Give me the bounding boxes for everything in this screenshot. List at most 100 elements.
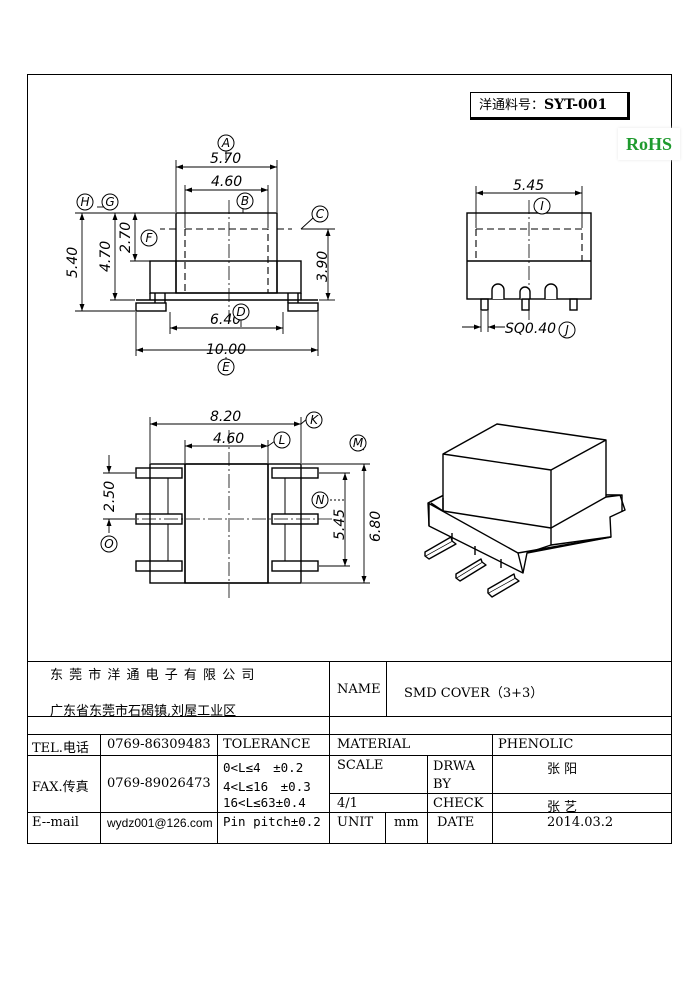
side-notch-1: [491, 283, 505, 299]
front-view-dim-labels: 5.70 4.60 6.40 10.00 5.40 4.70 2.70 3.90: [65, 151, 331, 358]
part-number-box: 洋通料号：SYT-001: [470, 92, 630, 120]
name-label: NAME: [337, 682, 381, 697]
tolerance-row-1: 0<L≤4 ±0.2: [223, 760, 304, 775]
ref-circle-C: [311, 205, 329, 223]
company-name: 东 莞 市 洋 通 电 子 有 限 公 司: [50, 668, 256, 683]
reference-circles: [76, 134, 576, 553]
tb-rule-1: [27, 716, 672, 717]
tb-col-c: [427, 755, 428, 843]
dim-M-value: 6.80: [368, 511, 384, 542]
tolerance-row-3: 16<L≤63±0.4: [223, 795, 306, 810]
dim-J-value: SQ0.40: [505, 321, 556, 337]
side-pin-3: [569, 298, 578, 311]
ref-letter-B: B: [241, 194, 249, 208]
top-pin-right-1: [271, 467, 319, 479]
ref-circle-N: [311, 491, 329, 509]
ref-circle-F: [140, 229, 158, 247]
side-pin-1: [480, 298, 489, 311]
ref-circle-O: [100, 535, 118, 553]
ref-circle-I: [533, 197, 551, 215]
tb-col-1: [329, 661, 330, 843]
fax-label: FAX.传真: [32, 780, 89, 795]
ref-letter-I: I: [540, 199, 544, 213]
reference-letters: A B C D E F G H I J K L M N O: [80, 136, 569, 551]
drawn-by-value: 张 阳: [547, 762, 578, 777]
ref-letter-N: N: [316, 493, 325, 507]
tolerance-label: TOLERANCE: [223, 737, 311, 752]
ref-circle-K: [305, 411, 323, 429]
front-pin-right: [287, 302, 319, 312]
ref-letter-H: H: [80, 195, 89, 209]
ref-circle-E: [217, 358, 235, 376]
side-view-dim-labels: 5.45 SQ0.40: [505, 178, 556, 337]
ref-circle-L: [273, 431, 291, 449]
check-value: 张 艺: [547, 800, 578, 815]
ref-circle-D: [232, 303, 250, 321]
dim-B-value: 4.60: [211, 174, 242, 190]
unit-label: UNIT: [337, 815, 374, 830]
front-upper-block: [175, 212, 278, 294]
ref-letter-J: J: [563, 323, 569, 337]
ref-letter-C: C: [316, 207, 325, 221]
email-label: E--mail: [32, 815, 79, 830]
dim-D-value: 6.40: [210, 312, 241, 328]
dim-C-value: 3.90: [315, 251, 331, 282]
scale-label: SCALE: [337, 758, 384, 773]
side-notch-2: [544, 283, 558, 299]
email-value: wydz001@126.com: [107, 816, 213, 830]
ref-letter-L: L: [279, 433, 286, 447]
part-number-value: SYT-001: [544, 97, 608, 113]
top-pin-left-3: [135, 560, 183, 572]
front-base: [149, 260, 302, 294]
front-view-dimensions: [75, 150, 335, 364]
ref-letter-G: G: [105, 195, 114, 209]
dim-E-value: 10.00: [206, 342, 246, 358]
ref-circle-G: [101, 193, 119, 211]
faint-watermark-mark: [140, 852, 162, 860]
front-view: [135, 200, 319, 320]
ref-letter-D: D: [236, 305, 245, 319]
drawn-by-label: DRWA BY: [433, 759, 476, 792]
ref-circle-M: [349, 434, 367, 452]
top-pin-left-1: [135, 467, 183, 479]
ref-letter-A: A: [221, 136, 230, 150]
dim-G-value: 4.70: [98, 241, 114, 272]
ref-letter-E: E: [222, 360, 230, 374]
isometric-view: [424, 423, 626, 598]
tb-col-a: [100, 734, 101, 843]
unit-value: mm: [394, 815, 419, 830]
dim-O-value: 2.50: [102, 481, 118, 512]
tolerance-row-4: Pin pitch±0.2: [223, 814, 321, 829]
top-pin-right-3: [271, 560, 319, 572]
tb-col-e: [385, 812, 386, 843]
dim-A-value: 5.70: [210, 151, 241, 167]
ref-letter-O: O: [104, 537, 113, 551]
dim-H-value: 5.40: [65, 247, 81, 278]
ref-letter-K: K: [310, 413, 319, 427]
top-view: [120, 430, 335, 600]
tel-value: 0769-86309483: [107, 737, 211, 752]
front-pin-left: [135, 302, 167, 312]
ref-circle-B: [236, 192, 254, 210]
tb-col-d: [492, 734, 493, 843]
fax-value: 0769-89026473: [107, 776, 211, 791]
tb-col-b: [217, 734, 218, 843]
drawing-sheet-border: [27, 74, 672, 844]
dim-N-value: 5.45: [332, 509, 348, 540]
material-label: MATERIAL: [337, 737, 411, 752]
tb-top-rule: [27, 661, 672, 662]
tb-rule-3: [27, 755, 672, 756]
scale-value: 4/1: [337, 796, 358, 811]
side-view: [466, 200, 592, 320]
date-value: 2014.03.2: [547, 815, 614, 830]
tb-rule-2: [27, 734, 672, 735]
part-number-label: 洋通料号：: [479, 98, 545, 113]
tb-rule-4: [329, 793, 672, 794]
dim-L-value: 4.60: [213, 431, 244, 447]
ref-circle-J: [558, 321, 576, 339]
tb-col-name: [386, 661, 387, 716]
ref-circle-A: [217, 134, 235, 152]
ref-letter-F: F: [146, 231, 154, 245]
check-label: CHECK: [433, 796, 484, 811]
